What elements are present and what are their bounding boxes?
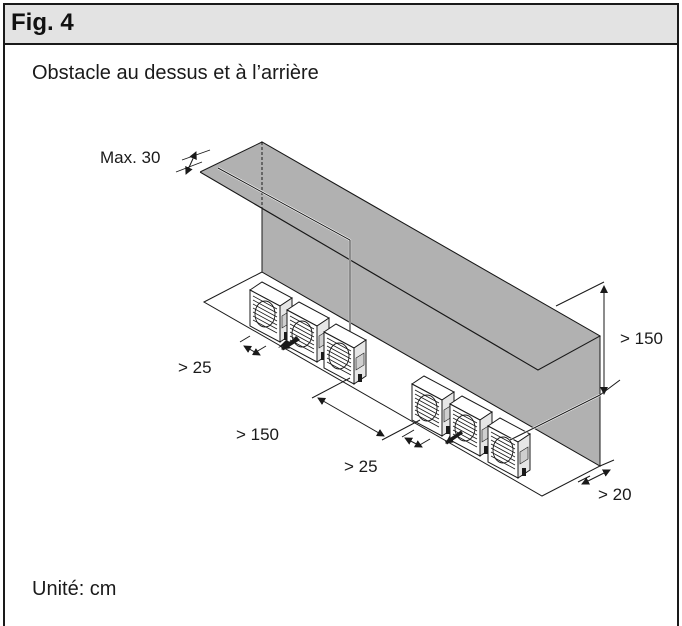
figure-frame: Fig. 4 [3,3,679,626]
outdoor-unit-4 [411,375,455,437]
dim-between-groups: > 150 [236,425,279,444]
dim-gap-left: > 25 [178,358,212,377]
figure-header: Fig. 4 [5,5,677,45]
outdoor-unit-1 [249,281,293,343]
side-dimension [581,469,611,485]
dim-max-top: Max. 30 [100,148,160,167]
between-groups-dimension [317,397,385,437]
unit-label: Unité: cm [32,578,117,600]
dim-side-right: > 20 [598,485,632,504]
dim-gap-right: > 25 [344,457,378,476]
figure-subtitle: Obstacle au dessus et à l’arrière [32,62,319,84]
figure-label: Fig. 4 [11,9,74,36]
dim-height-right: > 150 [620,329,663,348]
